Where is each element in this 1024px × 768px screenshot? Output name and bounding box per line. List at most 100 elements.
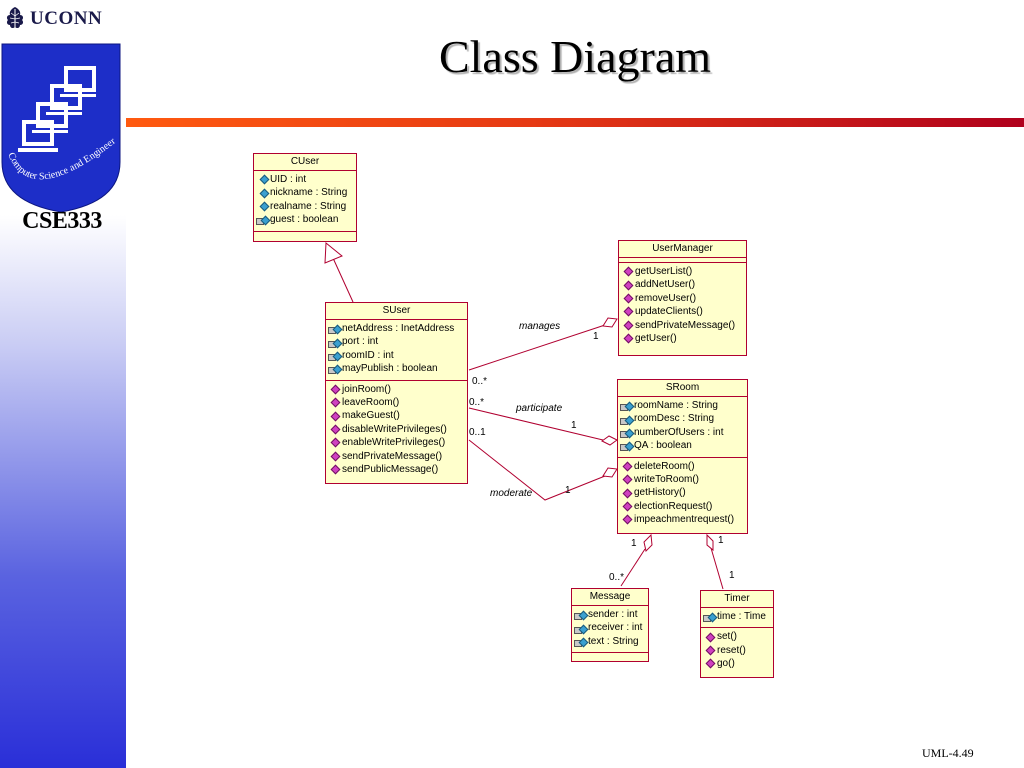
- operation-icon: [621, 320, 634, 331]
- operation-icon: [328, 397, 341, 408]
- protected-attribute-icon: [574, 623, 587, 634]
- aggregation-diamond-moderate: [602, 467, 618, 478]
- protected-attribute-icon: [328, 323, 341, 335]
- operation-row: disableWritePrivileges(): [328, 423, 465, 436]
- operation-icon: [328, 437, 341, 448]
- operation-row: writeToRoom(): [620, 473, 745, 486]
- association-sroom-message-line: [620, 548, 646, 587]
- slide-number: UML-4.49: [922, 746, 974, 760]
- attribute-row: QA : boolean: [620, 439, 745, 452]
- class-message: Message sender : int receiver : int text…: [571, 588, 649, 662]
- protected-attribute-icon: [620, 427, 633, 438]
- protected-attribute-icon: [574, 636, 587, 647]
- operation-row: joinRoom(): [328, 383, 465, 396]
- cse-emblem-logo: Computer Science and Engineering: [0, 42, 121, 213]
- operation-row: getUser(): [621, 332, 744, 345]
- attribute-row: realname : String: [256, 200, 354, 213]
- generalization-line: [332, 257, 354, 303]
- page-title: Class Diagram: [438, 31, 712, 82]
- association-manages-line: [468, 324, 606, 371]
- operations-compartment: set() reset() go(): [701, 628, 773, 674]
- class-name: CUser: [254, 154, 356, 171]
- multiplicity-participate-one: 1: [571, 420, 577, 431]
- attributes-compartment: roomName : String roomDesc : String numb…: [618, 397, 747, 458]
- operation-row: updateClients(): [621, 305, 744, 318]
- attributes-compartment: UID : int nickname : String realname : S…: [254, 171, 356, 232]
- class-suser: SUser netAddress : InetAddress port : in…: [325, 302, 468, 484]
- title-rule: [126, 118, 1024, 127]
- attribute-row: roomDesc : String: [620, 412, 745, 425]
- operation-row: sendPublicMessage(): [328, 463, 465, 476]
- attribute-icon: [256, 201, 269, 212]
- operations-compartment: deleteRoom() writeToRoom() getHistory() …: [618, 458, 747, 531]
- multiplicity-moderate-many: 0..1: [469, 427, 486, 438]
- operations-compartment: [572, 653, 648, 657]
- aggregation-diamond-participate: [601, 435, 618, 446]
- multiplicity-moderate-one: 1: [565, 485, 571, 496]
- operations-compartment: getUserList() addNetUser() removeUser() …: [619, 263, 746, 349]
- protected-attribute-icon: [620, 400, 633, 412]
- operation-row: sendPrivateMessage(): [621, 319, 744, 332]
- attribute-row: mayPublish : boolean: [328, 362, 465, 375]
- operation-row: addNetUser(): [621, 278, 744, 291]
- operation-row: makeGuest(): [328, 409, 465, 422]
- aggregation-diamond-message: [643, 533, 653, 552]
- operation-icon: [620, 488, 633, 499]
- operation-icon: [620, 474, 633, 485]
- operation-icon: [620, 501, 633, 512]
- operations-compartment: joinRoom() leaveRoom() makeGuest() disab…: [326, 381, 467, 481]
- multiplicity-sroom-timer-one: 1: [718, 535, 724, 546]
- operation-row: sendPrivateMessage(): [328, 450, 465, 463]
- attribute-row: receiver : int: [574, 621, 646, 634]
- association-label-manages: manages: [519, 321, 561, 332]
- class-name: Timer: [701, 591, 773, 608]
- protected-attribute-icon: [328, 337, 341, 348]
- attribute-row: roomName : String: [620, 399, 745, 412]
- association-label-participate: participate: [516, 403, 563, 414]
- operation-row: reset(): [703, 644, 771, 657]
- operation-icon: [703, 632, 716, 643]
- class-timer: Timer time : Time set() reset() go(): [700, 590, 774, 678]
- operation-icon: [621, 333, 634, 344]
- aggregation-diamond-manages: [602, 317, 618, 328]
- association-participate-line: [468, 407, 604, 441]
- protected-attribute-icon: [328, 350, 341, 361]
- generalization-arrowhead: [324, 241, 343, 264]
- protected-attribute-icon: [703, 611, 716, 623]
- protected-attribute-icon: [620, 440, 633, 452]
- multiplicity-manages-one: 1: [593, 331, 599, 342]
- operation-icon: [328, 384, 341, 395]
- multiplicity-sroom-timer-timer: 1: [729, 570, 735, 581]
- class-name: SRoom: [618, 380, 747, 397]
- operation-icon: [703, 658, 716, 669]
- course-code: CSE333: [22, 208, 102, 234]
- multiplicity-manages-many: 0..*: [472, 376, 488, 387]
- protected-attribute-icon: [574, 609, 587, 621]
- aggregation-diamond-timer: [706, 533, 714, 552]
- operation-row: set(): [703, 630, 771, 643]
- class-sroom: SRoom roomName : String roomDesc : Strin…: [617, 379, 748, 534]
- operation-icon: [328, 464, 341, 475]
- protected-attribute-icon: [620, 414, 633, 425]
- operation-icon: [328, 424, 341, 435]
- operation-icon: [703, 645, 716, 656]
- operation-row: deleteRoom(): [620, 460, 745, 473]
- attribute-row: port : int: [328, 335, 465, 348]
- attribute-row: sender : int: [574, 608, 646, 621]
- protected-attribute-icon: [256, 214, 269, 226]
- multiplicity-participate-many: 0..*: [469, 397, 485, 408]
- operation-icon: [328, 451, 341, 462]
- class-usermanager: UserManager getUserList() addNetUser() r…: [618, 240, 747, 356]
- attribute-row: time : Time: [703, 610, 771, 623]
- attributes-compartment: netAddress : InetAddress port : int room…: [326, 320, 467, 381]
- operation-row: go(): [703, 657, 771, 670]
- class-name: Message: [572, 589, 648, 606]
- operation-row: enableWritePrivileges(): [328, 436, 465, 449]
- operation-icon: [621, 306, 634, 317]
- association-sroom-timer-line: [710, 547, 724, 590]
- operation-icon: [620, 514, 633, 525]
- attribute-row: UID : int: [256, 173, 354, 186]
- uconn-logo: UCONN: [4, 6, 102, 32]
- operation-row: electionRequest(): [620, 500, 745, 513]
